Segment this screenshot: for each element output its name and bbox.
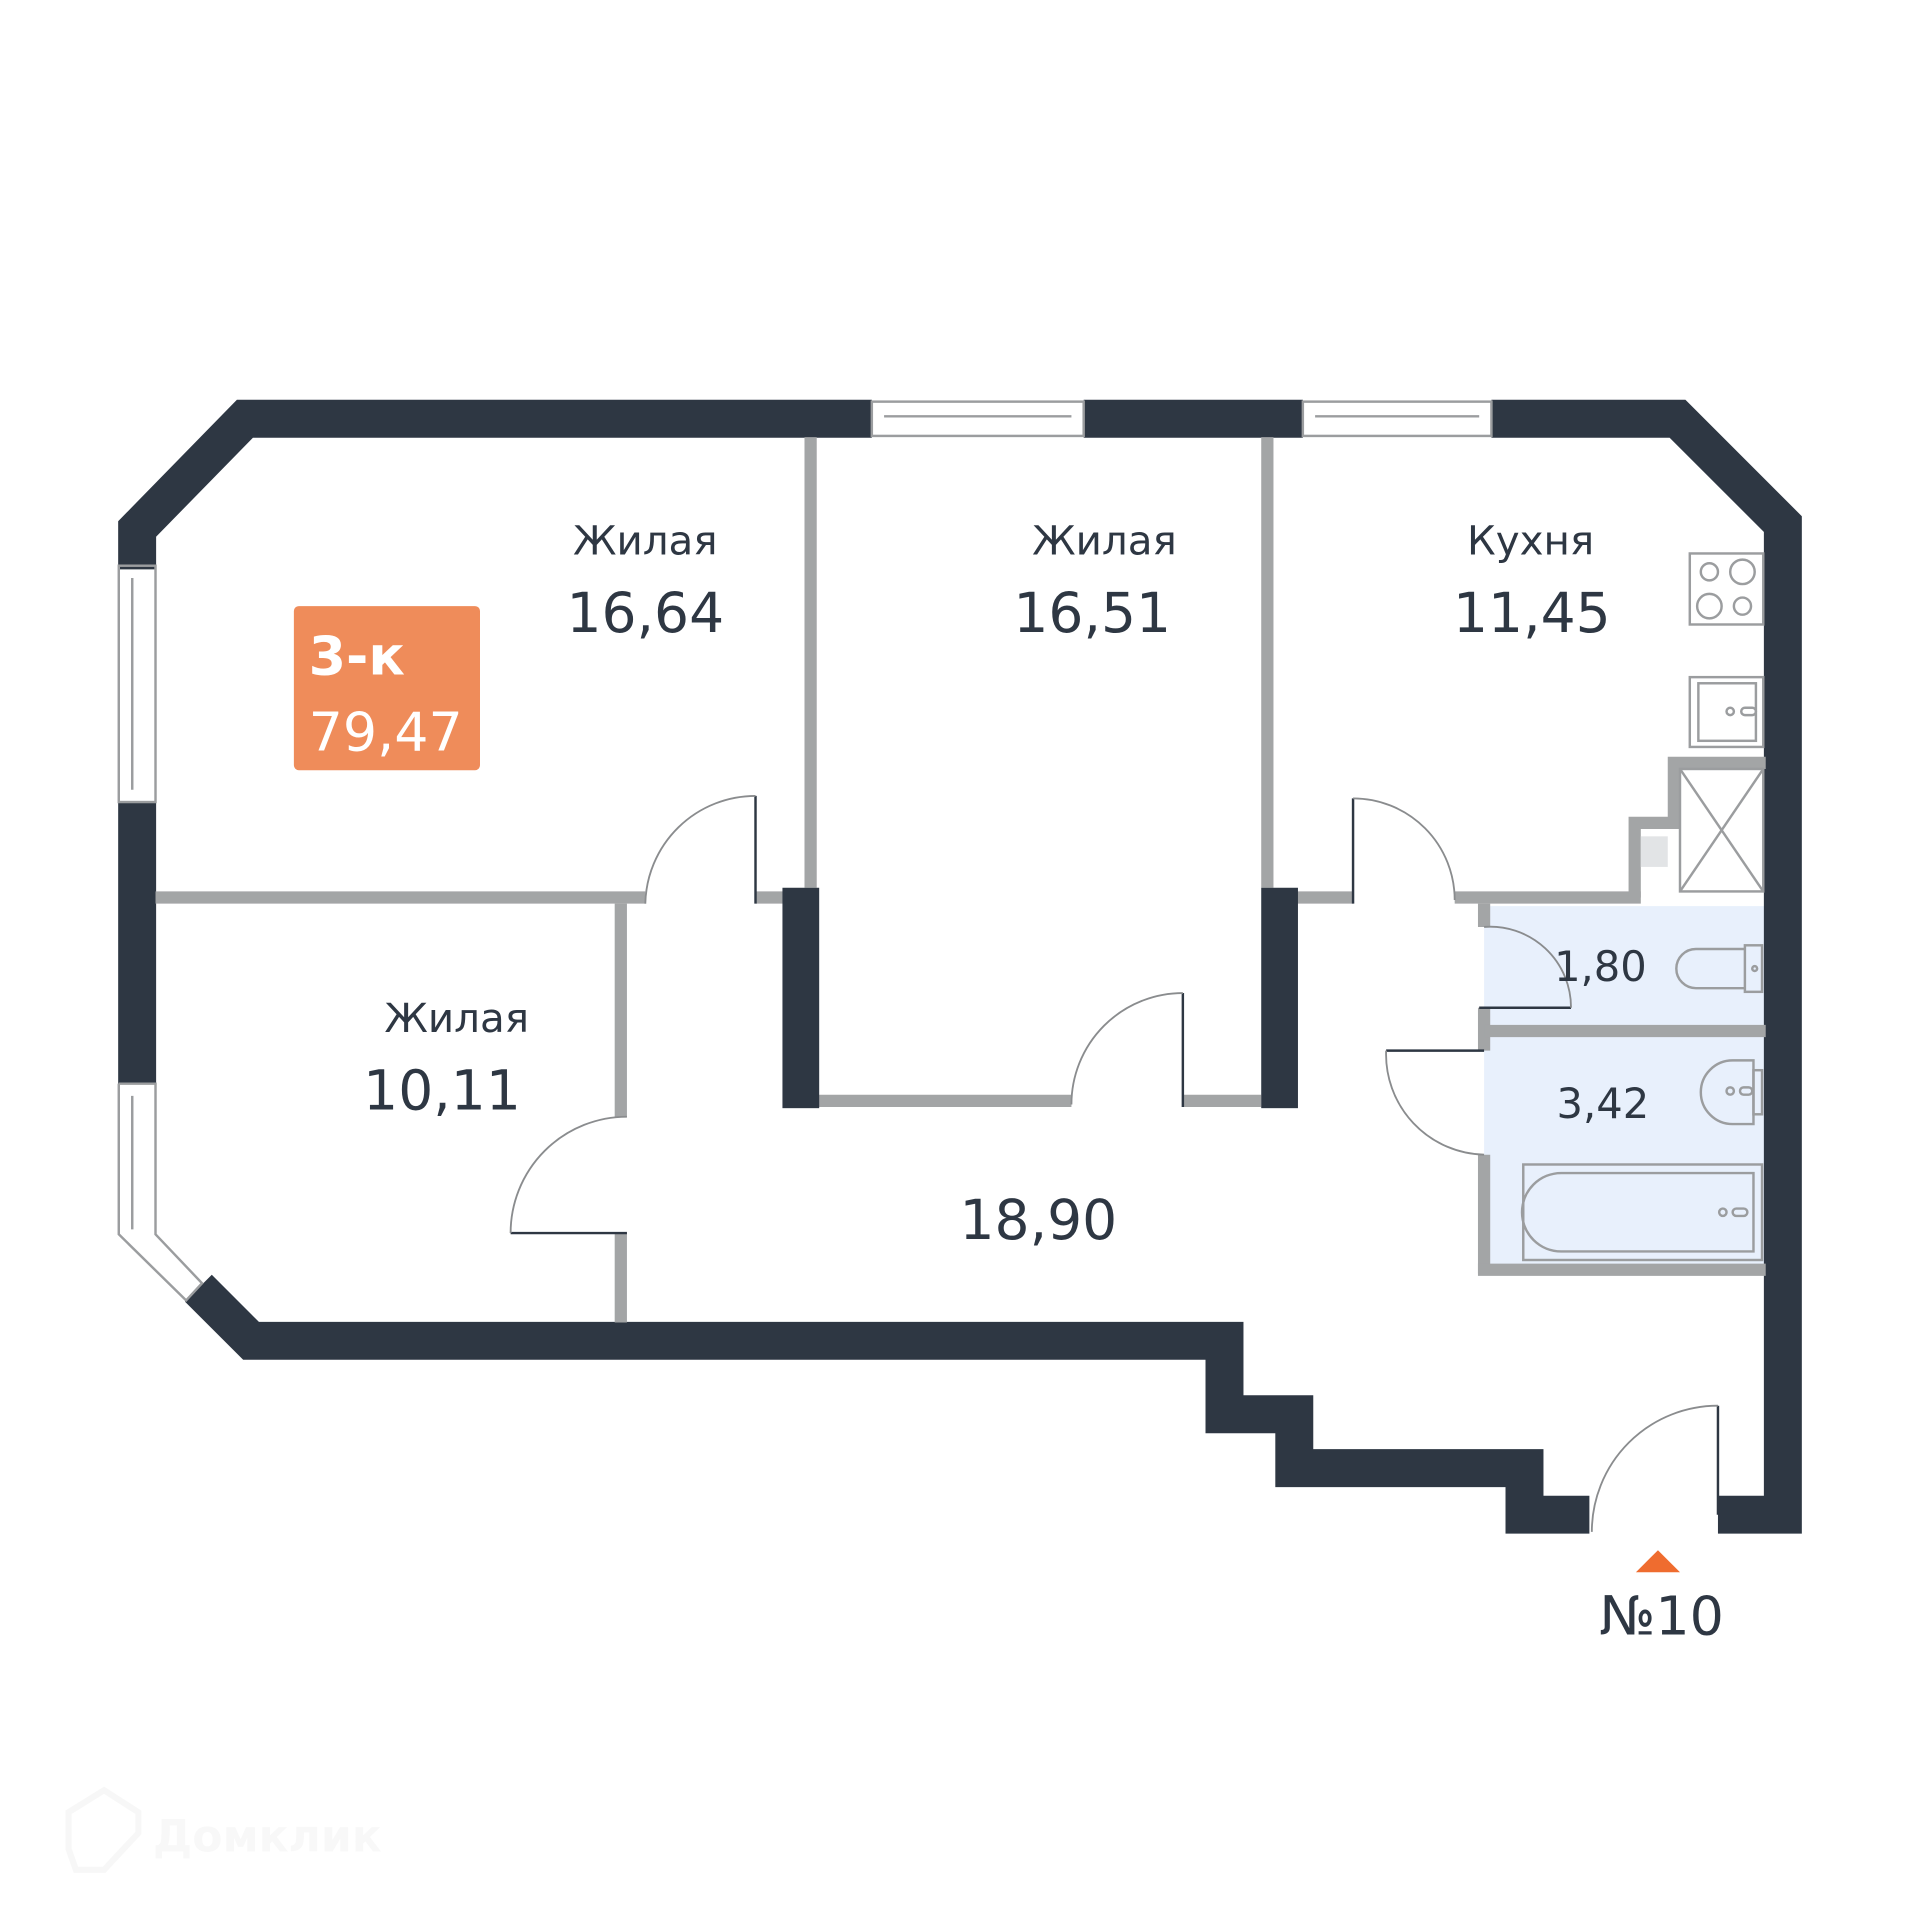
room-label: Жилая <box>1032 517 1177 565</box>
toilet-icon <box>1675 944 1764 994</box>
watermark-text: Домклик <box>153 1811 382 1862</box>
kitchen-sink-icon <box>1688 675 1765 749</box>
room-label: Кухня <box>1467 517 1594 565</box>
hall-area: 18,90 <box>960 1188 1118 1252</box>
toilet-area: 1,80 <box>1554 942 1647 991</box>
bathtub-icon <box>1520 1163 1764 1262</box>
stove-icon <box>1688 552 1765 626</box>
windows <box>117 400 1493 1303</box>
domclick-watermark-logo: Домклик <box>65 1786 382 1873</box>
doors <box>509 795 1720 1532</box>
bathroom-fill <box>1484 1035 1766 1267</box>
apartment-badge: 3-к 79,47 <box>293 606 480 771</box>
bathroom-sink-icon <box>1699 1059 1764 1126</box>
bathroom-area: 3,42 <box>1557 1079 1650 1128</box>
toilet-room-fill <box>1484 906 1766 1025</box>
room-label: Жилая <box>384 994 529 1042</box>
entrance-marker-icon <box>1635 1550 1680 1573</box>
outer-walls <box>118 399 1802 1534</box>
room-area: 11,45 <box>1453 581 1611 645</box>
apartment-type: 3-к <box>309 625 405 688</box>
partitions <box>155 437 1766 1323</box>
room-area: 16,51 <box>1013 581 1171 645</box>
room-label: Жилая <box>573 517 718 565</box>
apartment-total-area: 79,47 <box>309 701 463 764</box>
entrance-number: №10 <box>1599 1585 1724 1648</box>
room-area: 10,11 <box>363 1058 521 1122</box>
room-area: 16,64 <box>566 581 724 645</box>
